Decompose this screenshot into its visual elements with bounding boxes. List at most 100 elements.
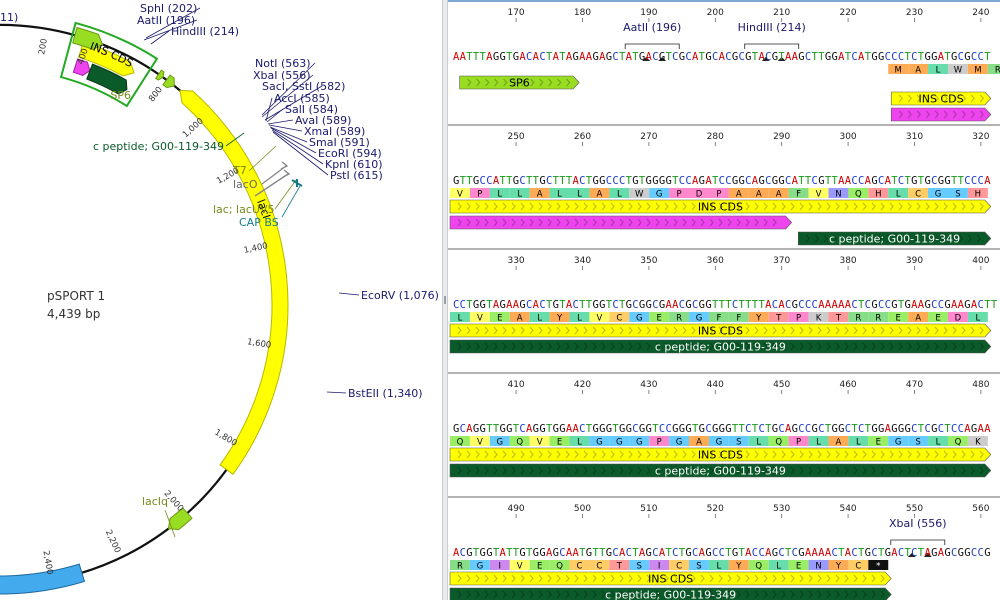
feature-label-cap-bs[interactable]: CAP BS bbox=[239, 216, 279, 229]
feature-bar-ins-cds[interactable]: INS CDS bbox=[890, 91, 992, 106]
feature-bar-c-peptide-g00-119-349[interactable]: c peptide; G00-119-349 bbox=[449, 463, 992, 478]
enzyme-label-13[interactable]: PstI (615) bbox=[330, 169, 383, 182]
aa-letter: S bbox=[637, 562, 642, 572]
chevron-right-icon bbox=[565, 342, 570, 351]
feature-label-sp6[interactable]: SP6 bbox=[110, 89, 131, 102]
enzyme-label-11[interactable]: EcoRI (594) bbox=[318, 147, 382, 160]
plasmid-map[interactable]: INS CDSlacI4,4392004008001,0001,2001,400… bbox=[0, 0, 442, 600]
aa-cell bbox=[708, 560, 729, 570]
feature-bar-ins-cds[interactable]: INS CDS bbox=[449, 323, 992, 338]
enzyme-label-1[interactable]: AatII (196) bbox=[137, 14, 195, 27]
dna-sequence[interactable]: CCTGGTAGAAGCACTGTACTTGGTCTGCGGCGAACGCGGT… bbox=[453, 299, 998, 311]
aa-cell bbox=[629, 188, 650, 198]
feature-bar-ins-cds[interactable]: INS CDS bbox=[449, 571, 892, 586]
feature-bar-sp6[interactable]: SP6 bbox=[459, 75, 580, 90]
feature-arc-ins-cds[interactable] bbox=[77, 41, 135, 77]
feature-bar-c-peptide-g00-119-349[interactable]: c peptide; G00-119-349 bbox=[449, 339, 992, 354]
dna-sequence[interactable]: GCAGGTTGGTCAGGTGGAACTGGGTGGCGGTCCGGGTGCG… bbox=[453, 423, 991, 435]
aa-cell bbox=[629, 312, 650, 322]
seq-enzyme-label[interactable]: AatII (196) bbox=[623, 21, 681, 34]
feature-label-lac-uv5[interactable]: lac; lacUV5 bbox=[213, 203, 274, 216]
feature-arc-laci[interactable] bbox=[179, 89, 289, 475]
enzyme-label-3[interactable]: NotI (563) bbox=[255, 57, 311, 70]
chevron-right-icon bbox=[880, 590, 885, 599]
feature-arc-laciq[interactable] bbox=[167, 507, 193, 531]
chevron-right-icon bbox=[805, 234, 811, 243]
feature-arc-lacuv5[interactable] bbox=[162, 74, 175, 89]
dna-sequence[interactable]: GTTGCCATTGCTTGCTTTACTGGCCCTGTGGGGTCCAGAT… bbox=[453, 175, 991, 187]
feature-arc-signal[interactable] bbox=[72, 58, 91, 76]
chevron-right-icon bbox=[934, 450, 939, 459]
dna-sequence[interactable]: ACGTGGTATTGTGGAGCAATGTTGCACTAGCATCTGCAGC… bbox=[453, 547, 991, 559]
feature-bar-ins-cds[interactable]: INS CDS bbox=[449, 199, 992, 214]
plasmid-size: 4,439 bp bbox=[47, 307, 100, 321]
chevron-right-icon bbox=[880, 326, 885, 335]
feature-bar-ins-cds[interactable]: INS CDS bbox=[449, 447, 992, 462]
enzyme-label-9[interactable]: XmaI (589) bbox=[304, 125, 365, 138]
feature-arc-blue-bottom[interactable] bbox=[0, 563, 86, 595]
ruler-tick-label: 250 bbox=[507, 132, 524, 142]
chevron-right-icon bbox=[511, 218, 516, 227]
feature-bar-signal[interactable] bbox=[449, 215, 793, 230]
feature-bar-label: c peptide; G00-119-349 bbox=[829, 233, 960, 246]
enzyme-label-14[interactable]: EcoRV (1,076) bbox=[361, 289, 439, 302]
feature-bar-label: INS CDS bbox=[648, 573, 693, 586]
chevron-right-icon bbox=[484, 574, 489, 583]
chevron-right-icon bbox=[565, 466, 570, 475]
cut-site-marker-icon bbox=[642, 57, 667, 61]
enzyme-label-8[interactable]: AvaI (589) bbox=[295, 114, 351, 127]
splitter-grip-icon[interactable] bbox=[444, 296, 446, 304]
enzyme-label-partial[interactable]: 11) bbox=[0, 11, 18, 24]
enzyme-label-5[interactable]: SacI, SstI (582) bbox=[262, 80, 345, 93]
seq-enzyme-label[interactable]: HindIII (214) bbox=[738, 21, 806, 34]
feature-arc-sp6[interactable] bbox=[72, 26, 104, 50]
enzyme-label-6[interactable]: AccI (585) bbox=[274, 92, 330, 105]
chevron-right-icon bbox=[700, 590, 705, 599]
enzyme-label-0[interactable]: SphI (202) bbox=[140, 2, 197, 15]
enzyme-label-2[interactable]: HindIII (214) bbox=[171, 25, 239, 38]
feature-bar-c-peptide-g00-119-349[interactable]: c peptide; G00-119-349 bbox=[449, 587, 892, 600]
enzyme-label-15[interactable]: BstEII (1,340) bbox=[348, 387, 423, 400]
pane-splitter[interactable] bbox=[442, 0, 448, 600]
chevron-right-icon bbox=[601, 450, 606, 459]
chevron-right-icon bbox=[466, 590, 471, 599]
feature-label-laco[interactable]: lacO bbox=[233, 178, 258, 191]
feature-bar-signal[interactable] bbox=[890, 107, 992, 122]
ruler-tick-label: 390 bbox=[906, 256, 923, 266]
seq-enzyme-label[interactable]: XbaI (556) bbox=[889, 517, 947, 530]
plasmid-map-pane[interactable]: INS CDSlacI4,4392004008001,0001,2001,400… bbox=[0, 0, 442, 600]
chevron-right-icon bbox=[502, 218, 507, 227]
feature-bar-shape bbox=[449, 323, 992, 338]
feature-label-laciq[interactable]: lacIq bbox=[142, 495, 168, 508]
chevron-right-icon bbox=[610, 590, 615, 599]
chevron-right-icon bbox=[637, 590, 642, 599]
aa-cell bbox=[948, 188, 968, 198]
aa-letter: A bbox=[736, 190, 742, 200]
enzyme-label-10[interactable]: SmaI (591) bbox=[309, 136, 370, 149]
aa-letter: T bbox=[616, 562, 623, 572]
enzyme-label-12[interactable]: KpnI (610) bbox=[325, 158, 383, 171]
enzyme-label-4[interactable]: XbaI (556) bbox=[253, 69, 311, 82]
feature-arc-c-peptide[interactable] bbox=[86, 63, 128, 95]
selection-region[interactable] bbox=[59, 21, 159, 108]
feature-arc-t7[interactable] bbox=[155, 69, 165, 81]
aa-cell bbox=[948, 312, 968, 322]
aa-letter: Q bbox=[457, 438, 464, 448]
dna-sequence[interactable]: AATTTAGGTGACACTATAGAAGAGCTATGACGTCGCATGC… bbox=[453, 51, 991, 63]
feature-label-t7[interactable]: T7 bbox=[232, 164, 247, 177]
chevron-right-icon bbox=[898, 202, 903, 211]
chevron-right-icon bbox=[862, 202, 867, 211]
chevron-right-icon bbox=[979, 466, 984, 475]
enzyme-label-7[interactable]: SalI (584) bbox=[285, 103, 338, 116]
feature-label-c-peptide[interactable]: c peptide; G00-119-349 bbox=[93, 140, 224, 153]
aa-letter: Y bbox=[755, 314, 762, 324]
ruler-tick-label: 360 bbox=[707, 256, 724, 266]
feature-bar-c-peptide-g00-119-349[interactable]: c peptide; G00-119-349 bbox=[797, 231, 992, 246]
